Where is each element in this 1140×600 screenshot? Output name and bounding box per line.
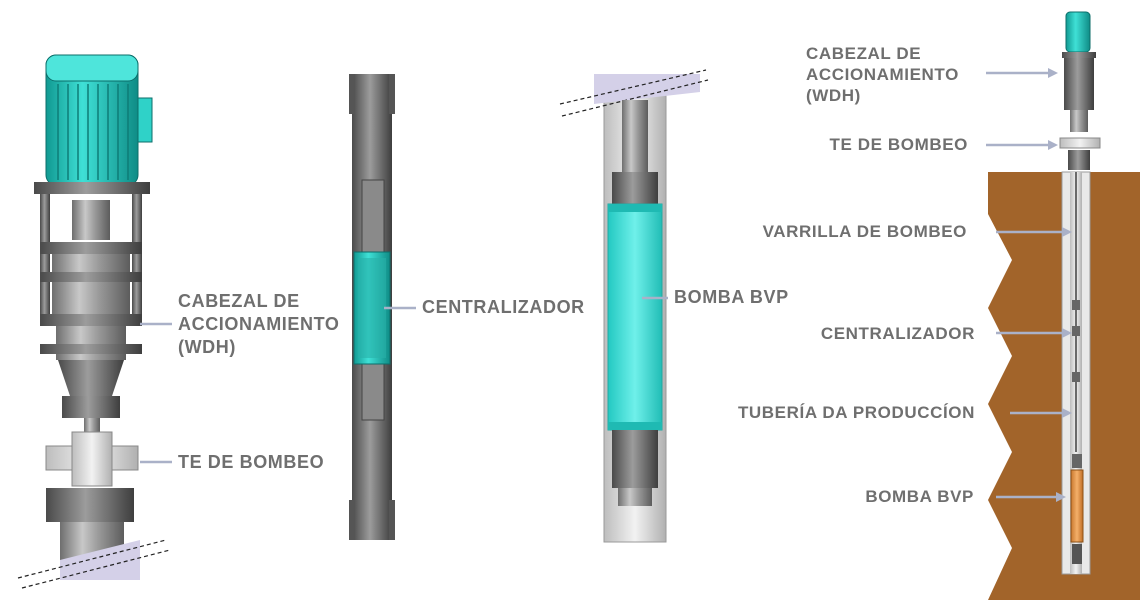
label-wdh-right: CABEZAL DE ACCIONAMIENTO (WDH): [806, 44, 959, 105]
label-centralizador-mid: CENTRALIZADOR: [422, 297, 585, 317]
label-bomba-mid: BOMBA BVP: [674, 287, 789, 307]
label-te-right: TE DE BOMBEO: [829, 135, 968, 154]
label-te-left: TE DE BOMBEO: [178, 452, 325, 472]
pcp-pump-illustration: [559, 69, 709, 543]
label-centralizador-right: CENTRALIZADOR: [820, 324, 975, 343]
label-varrilla-right: VARRILLA DE BOMBEO: [762, 222, 967, 241]
centralizer-illustration: [349, 74, 395, 540]
right-pointers: [986, 68, 1072, 502]
drive-head-illustration: [17, 54, 171, 589]
label-wdh-left: CABEZAL DE ACCIONAMIENTO (WDH): [178, 291, 340, 357]
label-bomba-right: BOMBA BVP: [865, 487, 974, 506]
system-overview-illustration: [988, 11, 1140, 600]
label-tuberia-right: TUBERÍA DA PRODUCCÍON: [737, 403, 975, 422]
